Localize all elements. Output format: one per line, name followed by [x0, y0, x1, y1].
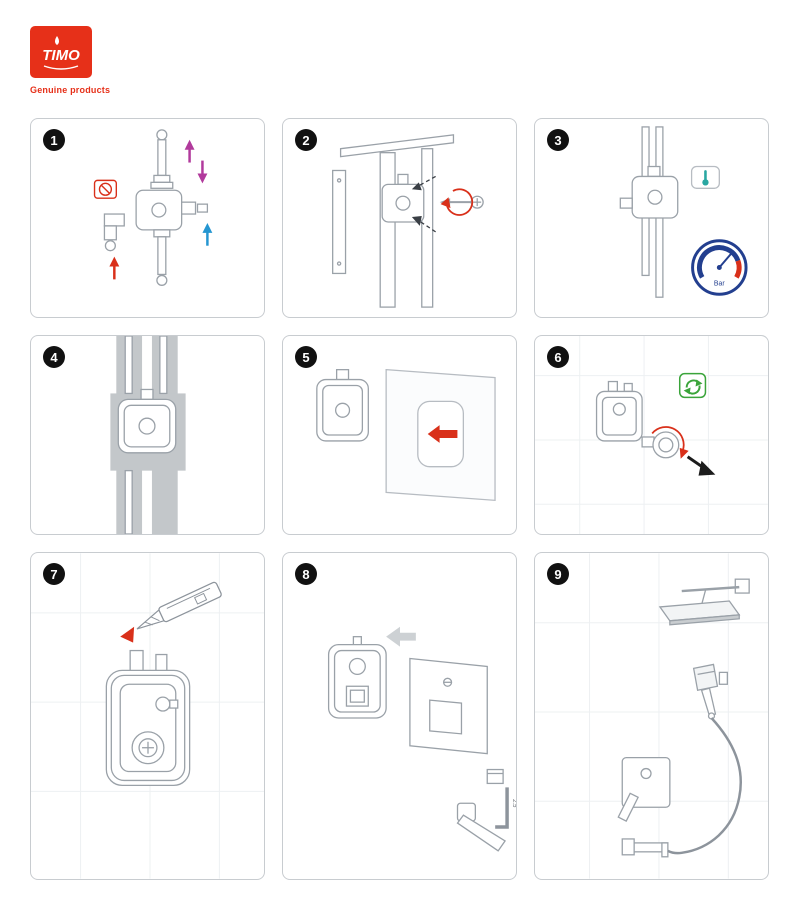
- handle-adapter-drawing: [486, 768, 504, 785]
- step-number-badge: 1: [43, 129, 65, 151]
- gauge-unit-label: Bar: [714, 280, 725, 287]
- tile-grid: [535, 336, 768, 534]
- pressure-gauge: Bar: [691, 239, 748, 296]
- insert-arrow-gray-icon: [386, 626, 416, 647]
- step-panel-2: 2: [282, 118, 517, 318]
- step-number-badge: 5: [295, 346, 317, 368]
- step-number-badge: 4: [43, 346, 65, 368]
- step-number-badge: 7: [43, 563, 65, 585]
- valve-body-drawing: [595, 380, 655, 448]
- left-arrow-red-icon: [427, 425, 458, 443]
- step-number-badge: 2: [295, 129, 317, 151]
- pipes-and-valve-drawing: [619, 126, 679, 298]
- rain-shower-head-drawing: [658, 578, 750, 626]
- hand-shower-drawing: [692, 663, 728, 720]
- step-number-badge: 8: [295, 563, 317, 585]
- down-arrow-purple-icon: [197, 160, 208, 184]
- drawing-step-2-mounting: [332, 134, 484, 308]
- step-panel-3: 3: [534, 118, 769, 318]
- hex-key-icon: 2.5: [495, 787, 516, 829]
- step-panel-1: 1: [30, 118, 265, 318]
- drawing-step-7-trim-sleeve: [31, 553, 264, 879]
- trial-cap-drawing: [652, 431, 680, 459]
- brand-tagline: Genuine products: [30, 85, 111, 95]
- timo-logo-icon: TIMO: [30, 26, 92, 78]
- valve-body-drawing: [381, 173, 425, 223]
- brand-name: TIMO: [42, 47, 80, 64]
- recycle-icon: [678, 372, 707, 399]
- drawing-step-8-trim-install: 2.5: [327, 626, 516, 852]
- mixer-trim-drawing: [617, 756, 671, 822]
- valve-with-sleeve-drawing: [105, 649, 191, 787]
- step-panel-4: 4: [30, 335, 265, 535]
- rotation-arrow-red-icon: [440, 188, 474, 216]
- valve-body-drawing: [316, 369, 369, 442]
- step-panel-9: 9: [534, 552, 769, 880]
- drawing-step-6-remove-cap: [535, 336, 768, 534]
- up-arrow-purple-icon: [184, 139, 195, 163]
- water-drop-icon: [55, 36, 59, 45]
- step-number-badge: 6: [547, 346, 569, 368]
- up-arrow-red-icon: [109, 256, 120, 280]
- drawing-step-9-finished-install: [535, 553, 768, 879]
- drawing-step-3-pressure-test: Bar: [619, 126, 748, 298]
- step-number-badge: 3: [547, 129, 569, 151]
- spout-drawing: [621, 838, 669, 858]
- dashed-insert-arrows: [411, 175, 436, 233]
- lever-handle-drawing: [456, 802, 507, 852]
- hex-size-label: 2.5: [511, 799, 516, 808]
- thermometer-icon: [690, 165, 720, 189]
- drawing-step-4-plastered-wall: [110, 336, 186, 534]
- step-panel-8: 8: [282, 552, 517, 880]
- cut-arrow-red-icon: [120, 626, 135, 643]
- valve-body-drawing: [117, 388, 177, 454]
- shower-hose-drawing: [667, 717, 742, 855]
- embedded-pipes: [124, 336, 168, 534]
- trim-plate-drawing: [409, 657, 488, 755]
- up-arrow-blue-icon: [202, 222, 213, 246]
- brand-logo: TIMO Genuine products: [30, 26, 116, 95]
- tile-grid: [535, 553, 768, 879]
- wall-battens-drawing: [332, 134, 455, 308]
- steps-grid: 1: [30, 118, 769, 880]
- step-panel-5: 5: [282, 335, 517, 535]
- drawing-step-5-panel-cutout: [316, 368, 496, 502]
- utility-knife-icon: [136, 581, 222, 630]
- drawing-step-1-exploded-valve: [93, 129, 213, 286]
- pull-arrow-black-icon: [686, 455, 716, 476]
- rotation-arrow-red-icon: [651, 426, 689, 459]
- step-panel-7: 7: [30, 552, 265, 880]
- valve-exploded-drawing: [103, 129, 209, 286]
- step-number-badge: 9: [547, 563, 569, 585]
- step-panel-6: 6: [534, 335, 769, 535]
- no-symbol-icon: [93, 179, 118, 199]
- rough-in-valve-drawing: [327, 636, 387, 719]
